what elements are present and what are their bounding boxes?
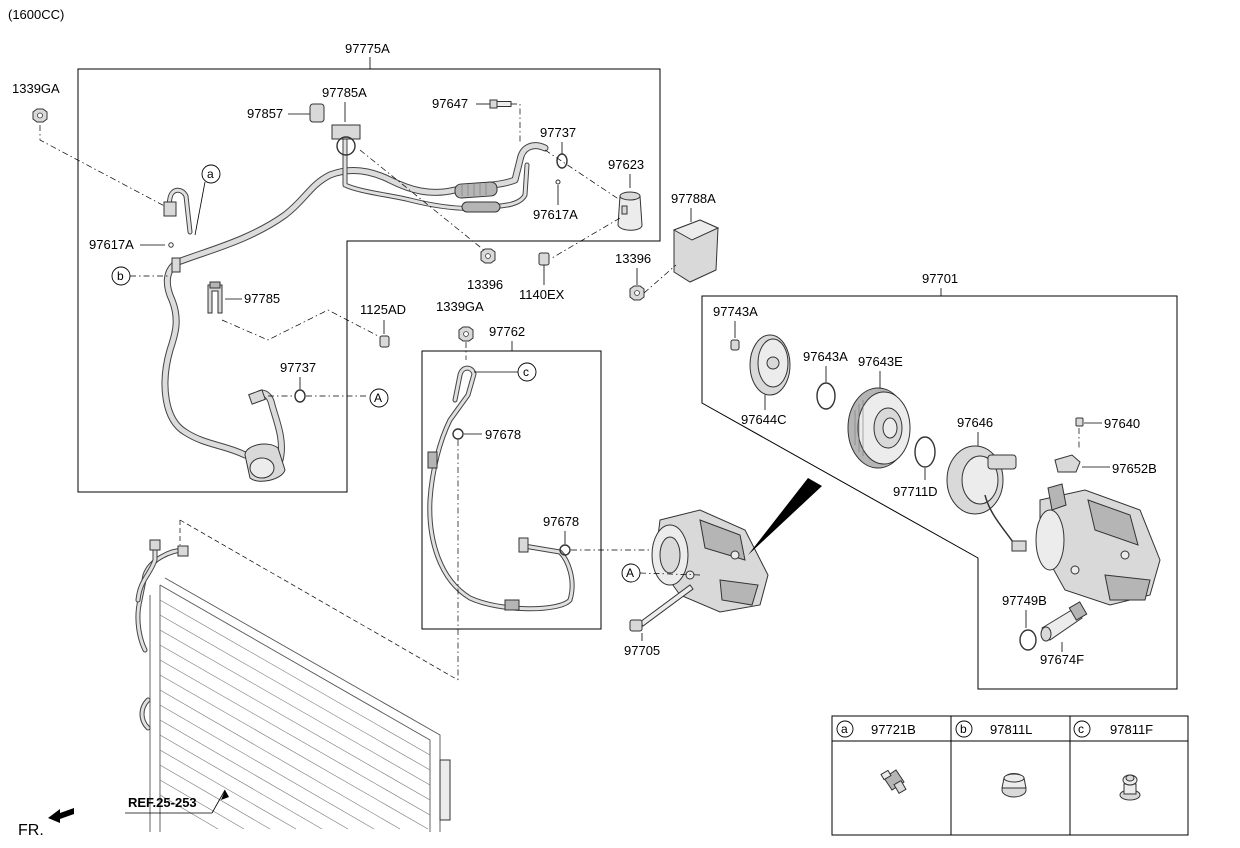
part-label-97652B[interactable]: 97652B	[1112, 461, 1157, 476]
callout-a: a	[194, 164, 221, 236]
legend-c-part[interactable]: 97811F	[1110, 722, 1153, 737]
part-label-97737-lower[interactable]: 97737	[280, 360, 316, 375]
part-label-97737-top[interactable]: 97737	[540, 125, 576, 140]
receiver-drier-97623: 97623	[544, 149, 644, 259]
ref-label[interactable]: REF.25-253	[128, 795, 197, 810]
callout-b-letter: b	[117, 269, 124, 283]
legend-cell-a: a 97721B	[836, 720, 916, 795]
callout-a-letter: a	[207, 167, 214, 181]
part-label-1339GA-center[interactable]: 1339GA	[436, 299, 484, 314]
part-label-97643A[interactable]: 97643A	[803, 349, 848, 364]
pulley-97643E: 97643E	[847, 354, 911, 469]
callout-b: b	[111, 266, 168, 286]
part-label-97711D[interactable]: 97711D	[893, 484, 938, 499]
part-label-97743A[interactable]: 97743A	[713, 304, 758, 319]
hub-97644C: 97743A 97644C	[713, 304, 791, 427]
legend-a-part[interactable]: 97721B	[871, 722, 916, 737]
part-label-97762[interactable]: 97762	[489, 324, 525, 339]
bolt-97647: 97647	[432, 96, 521, 142]
ring-97711D: 97711D	[893, 436, 938, 499]
nut-13396-center: 13396	[467, 248, 503, 292]
suction-hose	[161, 137, 549, 482]
part-label-97788A[interactable]: 97788A	[671, 191, 716, 206]
compressor-detail-frame: 97701	[701, 271, 1178, 690]
bracket-97788A: 97788A 13396	[615, 191, 720, 301]
legend-cell-c: c 97811F	[1073, 720, 1153, 801]
part-label-97640[interactable]: 97640	[1104, 416, 1140, 431]
legend-cell-b: b 97811L	[955, 720, 1032, 798]
part-label-1125AD[interactable]: 1125AD	[360, 302, 406, 317]
reference-note: REF.25-253	[125, 789, 229, 814]
part-label-13396-right[interactable]: 13396	[615, 251, 651, 266]
bolt-1140EX: 1140EX	[519, 252, 565, 302]
part-label-97644C[interactable]: 97644C	[741, 412, 787, 427]
part-label-97678-lower[interactable]: 97678	[543, 514, 579, 529]
bracket-97652B: 97640 97652B	[1054, 416, 1157, 476]
compressor-main: A 97705	[621, 478, 822, 658]
part-label-97749B[interactable]: 97749B	[1002, 593, 1047, 608]
part-label-97701[interactable]: 97701	[922, 271, 958, 286]
part-label-97647[interactable]: 97647	[432, 96, 468, 111]
part-label-97646[interactable]: 97646	[957, 415, 993, 430]
part-label-97617A-right[interactable]: 97617A	[533, 207, 578, 222]
seal-97617A-left: 97617A	[89, 237, 174, 252]
discharge-hose-frame: 1339GA 97762 c 97678 97678	[421, 299, 660, 680]
front-label: FR.	[18, 822, 44, 839]
part-label-97617A-left[interactable]: 97617A	[89, 237, 134, 252]
engine-variant-label: (1600CC)	[8, 7, 64, 22]
clamp-97785A: 97857 97785A	[247, 85, 491, 256]
callout-A-letter-bottom: A	[626, 566, 634, 580]
oring-97737-lower: 97737 A	[268, 360, 389, 408]
part-label-1140EX[interactable]: 1140EX	[519, 287, 565, 302]
bolt-1125AD: 1125AD	[360, 302, 406, 348]
part-label-97623[interactable]: 97623	[608, 157, 644, 172]
front-indicator: FR.	[18, 808, 74, 839]
snap-ring-97643A: 97643A	[803, 349, 848, 410]
front-arrow-icon	[48, 808, 74, 823]
part-label-97785A[interactable]: 97785A	[322, 85, 367, 100]
callout-c-letter: c	[523, 365, 529, 379]
legend-c-letter: c	[1078, 722, 1084, 736]
legend-b-part[interactable]: 97811L	[990, 722, 1032, 737]
bracket-97785: 97785	[207, 281, 383, 341]
coil-97646: 97646	[946, 415, 1027, 552]
condenser	[135, 519, 459, 832]
part-label-1339GA[interactable]: 1339GA	[12, 81, 60, 96]
part-label-97705[interactable]: 97705	[624, 643, 660, 658]
valve-97674F: 97749B 97674F	[1002, 593, 1088, 667]
part-label-97674F[interactable]: 97674F	[1040, 652, 1084, 667]
part-label-97678-upper[interactable]: 97678	[485, 427, 521, 442]
hose-assembly-frame: 97775A	[77, 41, 661, 493]
callout-A-letter-top: A	[374, 391, 382, 405]
legend-table: a 97721B b 97811L c 97811F	[831, 715, 1189, 836]
part-label-97775A[interactable]: 97775A	[345, 41, 390, 56]
part-label-97785[interactable]: 97785	[244, 291, 280, 306]
nut-1339GA-left: 1339GA	[12, 81, 173, 211]
part-label-97857[interactable]: 97857	[247, 106, 283, 121]
part-label-13396-center[interactable]: 13396	[467, 277, 503, 292]
part-label-97643E[interactable]: 97643E	[858, 354, 903, 369]
compressor-body-detail	[1035, 483, 1161, 606]
legend-b-letter: b	[960, 722, 967, 736]
legend-a-letter: a	[841, 722, 848, 736]
oring-97737-top: 97737 97617A	[533, 125, 578, 222]
